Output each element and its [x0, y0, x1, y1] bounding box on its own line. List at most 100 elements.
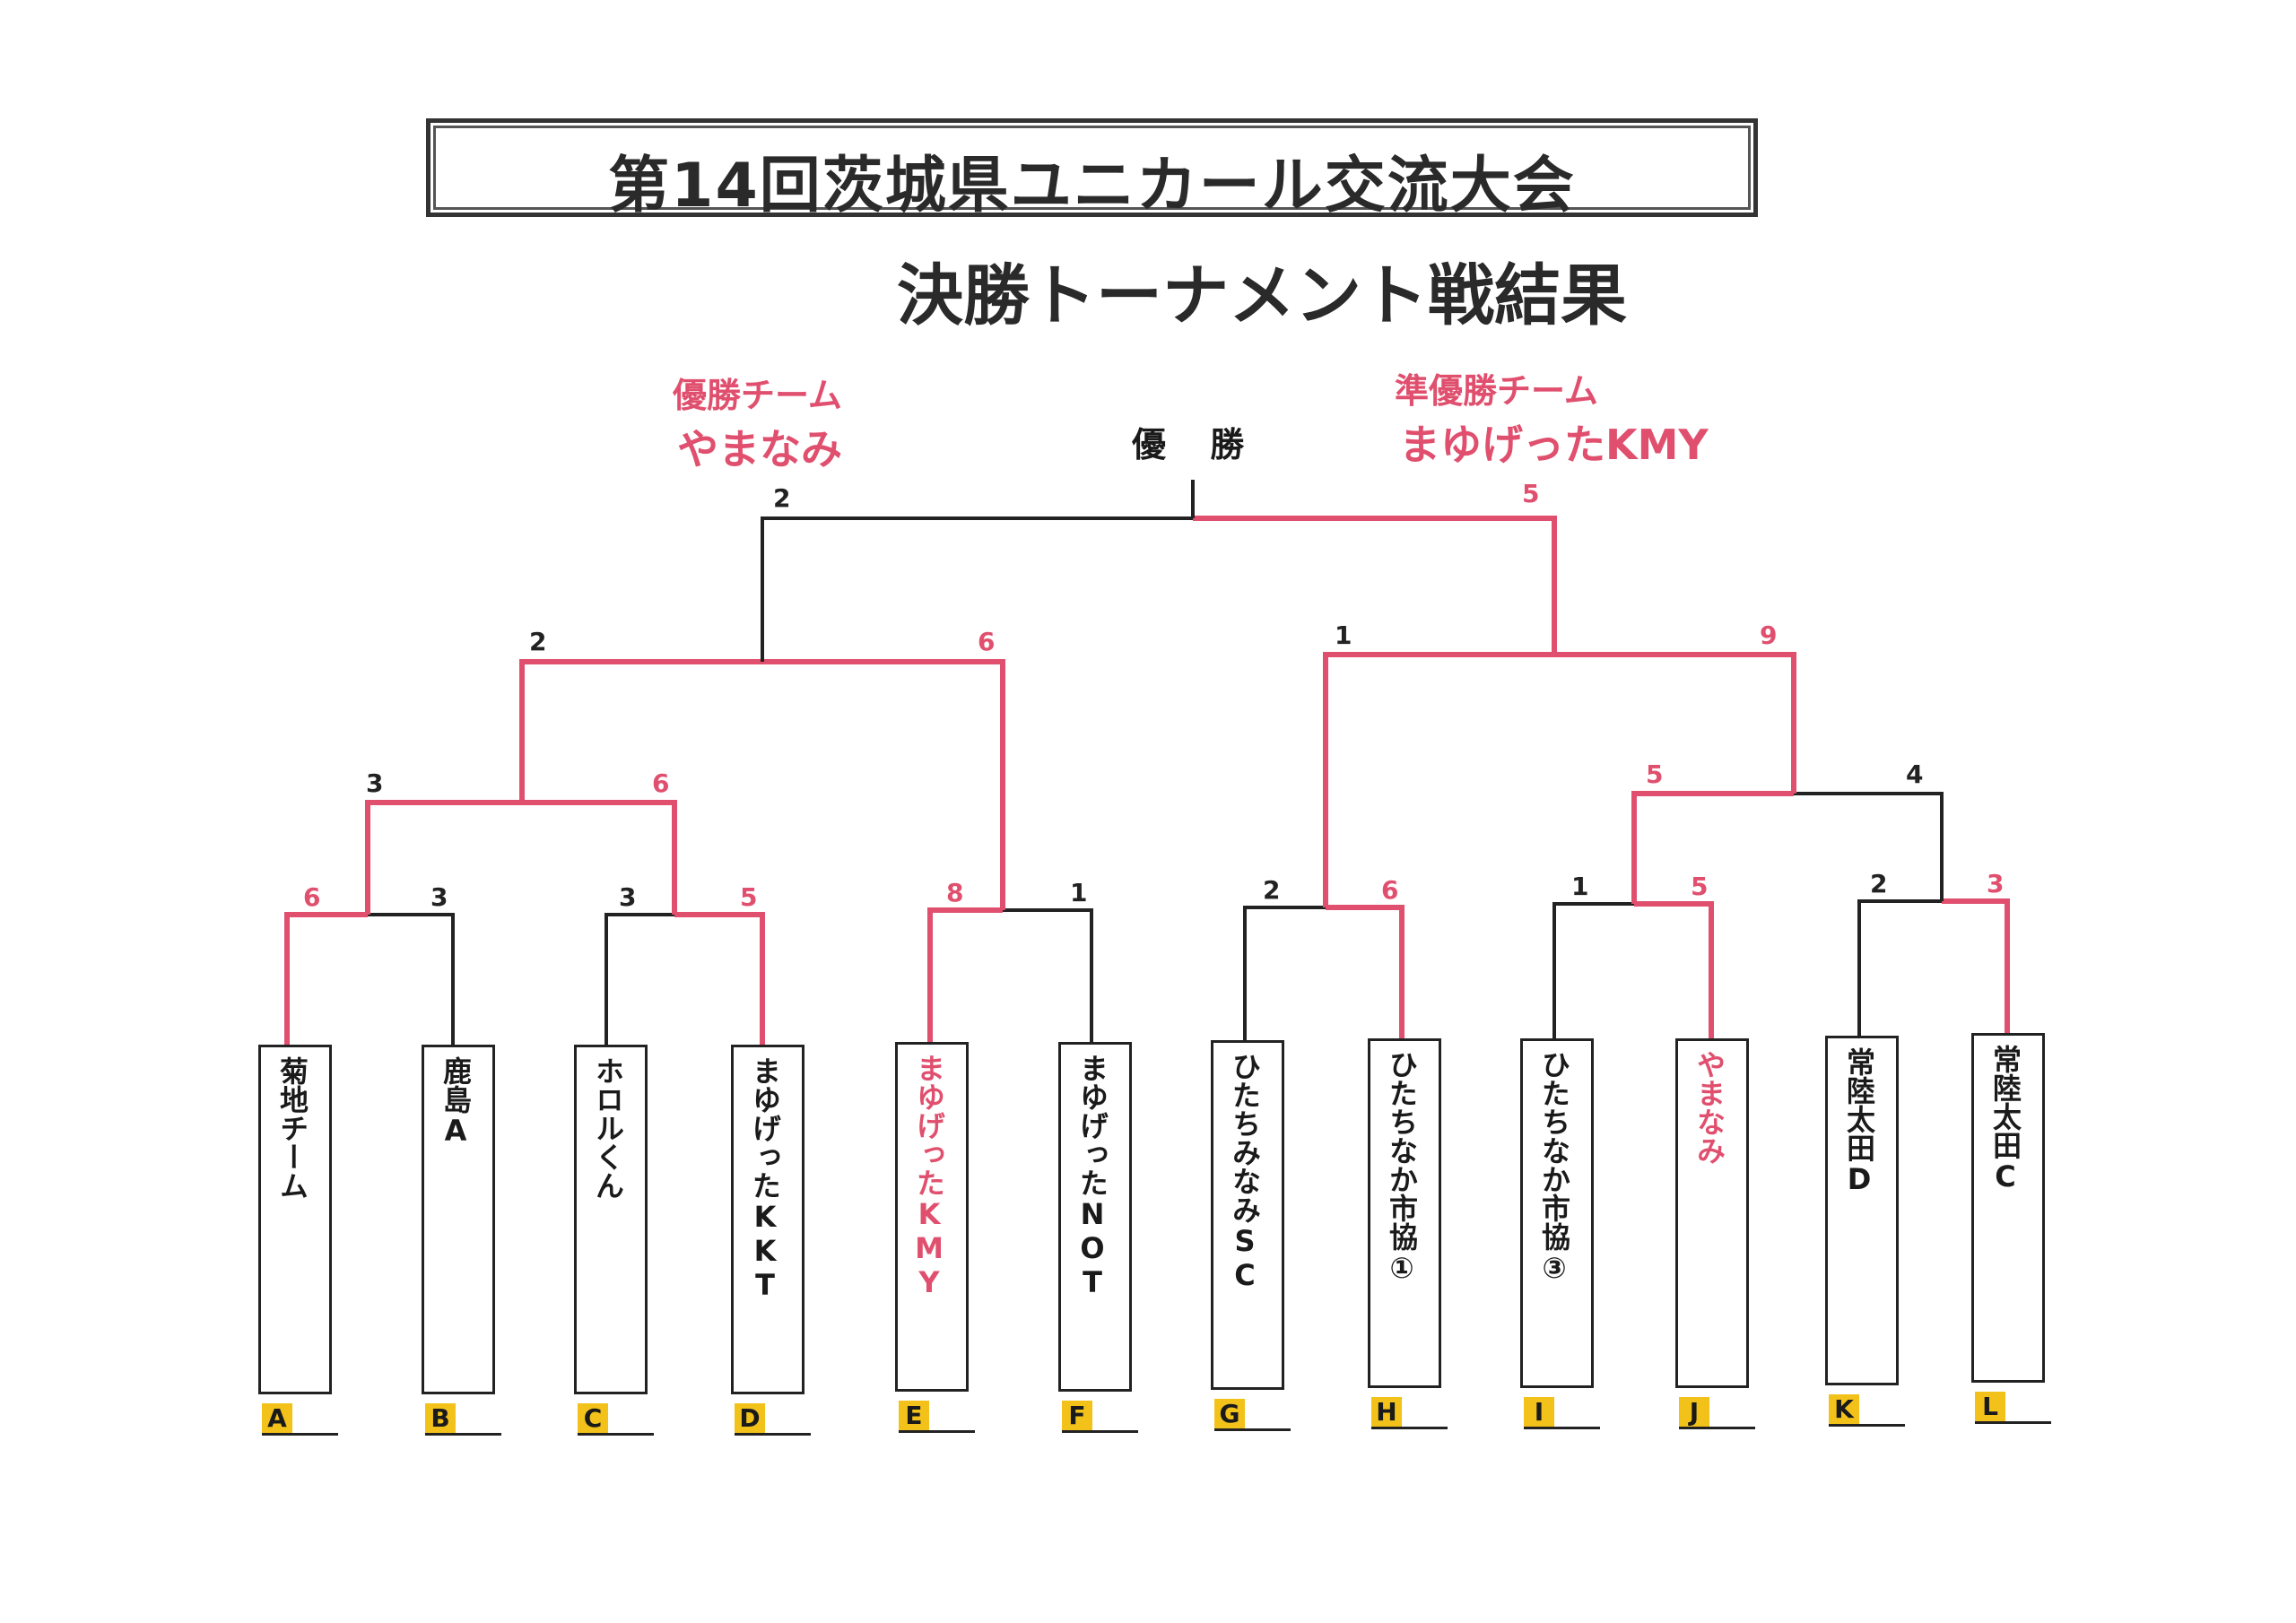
bracket-line-K	[1857, 899, 1942, 1038]
final-label: 優 勝	[1132, 425, 1261, 464]
badge-line-L	[1975, 1421, 2051, 1424]
score-r2-AB: 3	[366, 768, 383, 798]
badge-line-B	[425, 1433, 501, 1436]
champion-team: やまなみ	[677, 425, 842, 473]
score-B: 3	[430, 882, 448, 912]
bracket-line-G	[1243, 906, 1326, 1045]
score-E: 8	[946, 878, 963, 907]
runner-up-team: まゆげったKMY	[1399, 421, 1709, 469]
page-subtitle: 決勝トーナメント戦結果	[897, 257, 1627, 334]
badge-C: C	[578, 1403, 608, 1434]
score-G: 2	[1263, 875, 1280, 905]
badge-line-H	[1371, 1427, 1448, 1429]
badge-line-A	[262, 1433, 338, 1436]
team-name-H: ひたちなか市協①	[1385, 1050, 1419, 1285]
badge-line-J	[1679, 1427, 1755, 1429]
score-qf-right-b: 9	[1760, 621, 1777, 650]
bracket-line-B	[368, 913, 455, 1045]
badge-L: L	[1975, 1392, 2005, 1422]
badge-D: D	[735, 1403, 765, 1434]
badge-line-K	[1829, 1424, 1905, 1427]
badge-line-C	[578, 1433, 654, 1436]
team-box-A: 菊地チーム	[258, 1045, 332, 1394]
bracket-line-r2-AB	[365, 800, 522, 915]
team-name-G: ひたちみなみSC	[1228, 1052, 1262, 1292]
badge-A: A	[262, 1403, 292, 1434]
team-name-B: 鹿島A	[439, 1056, 473, 1148]
team-name-E: まゆげったKMY	[912, 1054, 946, 1299]
champion-label: 優勝チーム	[673, 376, 842, 415]
team-box-C: ホロルくん	[574, 1045, 648, 1394]
score-J: 5	[1691, 872, 1708, 901]
score-C: 3	[619, 882, 636, 912]
score-H: 6	[1381, 875, 1398, 905]
score-F: 1	[1070, 878, 1087, 907]
bracket-line-qf-right-a	[1323, 652, 1554, 907]
team-name-L: 常陸太田C	[1988, 1045, 2022, 1193]
bracket-line-J	[1634, 901, 1714, 1040]
score-final-left: 2	[773, 483, 790, 513]
page-title: 第14回茨城県ユニカール交流大会	[608, 151, 1576, 221]
score-qf-right-a: 1	[1335, 621, 1352, 650]
team-box-K: 常陸太田D	[1825, 1036, 1899, 1385]
team-name-K: 常陸太田D	[1842, 1047, 1876, 1196]
bracket-line-C	[604, 913, 674, 1045]
badge-E: E	[899, 1401, 929, 1431]
bracket-line-qf-right-b	[1554, 652, 1796, 794]
bracket-line-qf-left-b	[762, 659, 1005, 910]
bracket-line-qf-left-a	[519, 659, 762, 803]
title-box: 第14回茨城県ユニカール交流大会	[426, 118, 1758, 221]
bracket-line-E	[927, 907, 1003, 1045]
badge-H: H	[1371, 1397, 1402, 1428]
badge-J: J	[1679, 1397, 1709, 1428]
bracket-line-H	[1326, 905, 1405, 1040]
bracket-line-D	[674, 912, 765, 1045]
score-r2-CD: 6	[652, 768, 669, 798]
bracket-line-L	[1942, 898, 2010, 1038]
team-box-E: まゆげったKMY	[895, 1042, 969, 1392]
team-name-A: 菊地チーム	[275, 1056, 309, 1200]
badge-B: B	[425, 1403, 456, 1434]
bracket-line-r2-CD	[522, 800, 677, 915]
team-name-I: ひたちなか市協③	[1537, 1050, 1571, 1285]
team-box-D: まゆげったKKT	[731, 1045, 804, 1394]
team-box-I: ひたちなか市協③	[1520, 1038, 1594, 1388]
bracket-line-r2-IJ	[1631, 791, 1794, 904]
bracket-line-A	[284, 912, 368, 1045]
badge-I: I	[1524, 1397, 1554, 1428]
score-r2-IJ: 5	[1646, 759, 1663, 789]
badge-line-I	[1524, 1427, 1600, 1429]
bracket-line-r2-KL	[1794, 792, 1944, 901]
badge-F: F	[1062, 1401, 1092, 1431]
team-name-D: まゆげったKKT	[748, 1056, 782, 1302]
team-name-C: ホロルくん	[591, 1056, 625, 1200]
score-A: 6	[303, 882, 320, 912]
team-box-B: 鹿島A	[422, 1045, 495, 1394]
badge-line-E	[899, 1430, 975, 1433]
badge-line-G	[1214, 1428, 1291, 1431]
bracket-line-final-left	[761, 516, 1193, 662]
badge-K: K	[1829, 1394, 1859, 1425]
score-D: 5	[740, 882, 757, 912]
bracket-line-F	[1003, 908, 1093, 1045]
score-K: 2	[1870, 869, 1887, 898]
team-box-F: まゆげったNOT	[1058, 1042, 1132, 1392]
badge-line-D	[735, 1433, 811, 1436]
score-L: 3	[1987, 869, 2004, 898]
badge-line-F	[1062, 1430, 1138, 1433]
team-name-J: やまなみ	[1692, 1050, 1726, 1165]
team-box-G: ひたちみなみSC	[1211, 1040, 1284, 1390]
runner-up-label: 準優勝チーム	[1395, 371, 1598, 411]
team-box-L: 常陸太田C	[1971, 1033, 2045, 1383]
score-I: 1	[1571, 872, 1588, 901]
badge-G: G	[1214, 1399, 1245, 1429]
team-box-J: やまなみ	[1675, 1038, 1749, 1388]
team-name-F: まゆげったNOT	[1075, 1054, 1109, 1299]
score-qf-left-b: 6	[978, 627, 995, 656]
bracket-line-I	[1552, 902, 1634, 1040]
score-final-right: 5	[1522, 479, 1539, 508]
bracket-line-final-right	[1193, 516, 1557, 655]
score-r2-KL: 4	[1906, 759, 1923, 789]
score-qf-left-a: 2	[529, 627, 546, 656]
